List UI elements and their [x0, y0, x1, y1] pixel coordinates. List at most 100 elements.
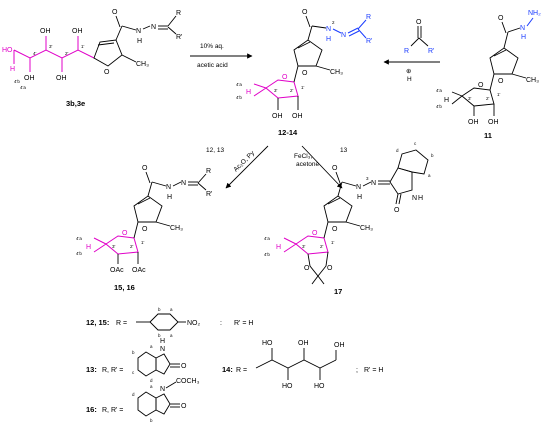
- atom-h: H: [137, 38, 142, 45]
- atom-ch3: CH₃: [136, 61, 149, 68]
- atom-o: O: [181, 403, 187, 410]
- def-rp: R' = H: [234, 320, 253, 327]
- pos-3p: 3': [112, 244, 116, 249]
- def-label: 14:: [222, 365, 233, 374]
- atom-oh: OH: [334, 342, 345, 349]
- pos-3p: 3': [468, 96, 472, 101]
- def-r: R =: [116, 320, 127, 327]
- atom-o: O: [122, 230, 128, 237]
- atom-oh: OH: [72, 28, 83, 35]
- atom-r: R: [176, 10, 181, 17]
- compound-12-14: H 4'a 4'b O 3' 2' 1' OH OH O CH₃ O N H 2…: [236, 9, 372, 137]
- atom-ch3: CH₃: [330, 69, 343, 76]
- pos-a: a: [170, 307, 173, 312]
- atom-n: N: [341, 32, 346, 39]
- atom-n: N: [160, 386, 165, 393]
- atom-oh: OH: [468, 119, 479, 126]
- pos-2p: 2': [130, 244, 134, 249]
- definition-16: 16: R, R' = O N COCH₃ a d b: [86, 378, 200, 423]
- atom-rp: R': [206, 191, 212, 198]
- atom-no2: NO₂: [187, 320, 201, 327]
- pos-2p: 2': [320, 244, 324, 249]
- compound-label-15-16: 15, 16: [114, 283, 135, 292]
- atom-oh: OH: [56, 75, 67, 82]
- atom-o: O: [327, 265, 333, 272]
- atom-rp: R': [428, 48, 434, 55]
- definition-14: 14: R = HO HO OH HO OH ; R' = H: [222, 340, 383, 390]
- atom-h: H: [86, 244, 91, 251]
- pos-d: d: [150, 378, 153, 383]
- def-label: 13:: [86, 365, 97, 374]
- atom-r: R: [404, 48, 409, 55]
- compound-label-17: 17: [334, 287, 342, 296]
- atom-ch3: CH₃: [170, 225, 183, 232]
- atom-o: O: [332, 226, 338, 233]
- pos-4a: 4'a: [20, 85, 26, 90]
- atom-nh: N: [412, 195, 417, 202]
- compound-11: H 4'a 4'b O 3' 2' 1' OH OH O CH₃ O N H N…: [436, 10, 541, 140]
- atom-oac: OAc: [110, 267, 124, 274]
- compound-17: H 4'a 4'b O 3' 2' 1' O O O CH₃ O N H 3 N…: [264, 141, 434, 296]
- pos-c: c: [132, 370, 135, 375]
- def-sep: :: [220, 320, 222, 327]
- atom-r: R: [366, 14, 371, 21]
- pos-n3: 3: [366, 176, 369, 181]
- pos-4a: 4'a: [264, 236, 270, 241]
- atom-nh2: NH₂: [528, 10, 541, 17]
- pos-1p: 1': [301, 85, 305, 90]
- atom-rp: R': [176, 34, 182, 41]
- atom-nh: N: [160, 346, 165, 353]
- atom-n: N: [371, 180, 376, 187]
- pos-a: a: [150, 384, 153, 389]
- reagent-h: H: [407, 76, 412, 83]
- pos-1p: 1': [331, 240, 335, 245]
- atom-o: O: [394, 207, 400, 214]
- def-r: R, R' =: [102, 367, 123, 374]
- reagent-acetic-2: acetic acid: [197, 62, 228, 69]
- pos-4b: 4'b: [436, 104, 442, 109]
- atom-o: O: [104, 69, 110, 76]
- compound-label-11: 11: [484, 131, 492, 140]
- atom-o: O: [304, 265, 310, 272]
- pos-a: a: [170, 333, 173, 338]
- atom-n: N: [166, 184, 171, 191]
- pos-d: d: [132, 392, 135, 397]
- atom-h: H: [357, 194, 362, 201]
- reaction-arrow: [225, 145, 269, 189]
- atom-h: H: [10, 66, 15, 73]
- atom-n: N: [356, 184, 361, 191]
- atom-o: O: [478, 82, 484, 89]
- atom-oh: OH: [298, 340, 309, 347]
- atom-oh: OH: [40, 28, 51, 35]
- pos-2p: 2': [290, 88, 294, 93]
- atom-ho: HO: [262, 340, 273, 347]
- atom-coch3: COCH₃: [176, 378, 200, 385]
- atom-o: O: [181, 363, 187, 370]
- atom-ho: HO: [282, 383, 293, 390]
- atom-h: H: [276, 244, 281, 251]
- def-rp: R' = H: [364, 367, 383, 374]
- pos-3p: 3': [49, 44, 53, 49]
- atom-o: O: [282, 74, 288, 81]
- atom-o: O: [312, 230, 318, 237]
- pos-4b: 4'b: [236, 95, 242, 100]
- atom-o: O: [332, 165, 338, 172]
- pos-c: c: [414, 141, 417, 146]
- atom-o: O: [498, 78, 504, 85]
- atom-h: H: [246, 89, 251, 96]
- atom-oac: OAc: [132, 267, 146, 274]
- atom-o: O: [142, 165, 148, 172]
- def-r: R, R' =: [102, 407, 123, 414]
- reagent-num-right: 13: [340, 147, 348, 154]
- atom-o: O: [112, 9, 118, 16]
- pos-4b: 4'b: [14, 79, 20, 84]
- pos-a: a: [150, 344, 153, 349]
- atom-h: H: [444, 97, 449, 104]
- pos-4b: 4'b: [264, 252, 270, 257]
- pos-3p: 3': [302, 244, 306, 249]
- pos-b: b: [158, 307, 161, 312]
- atom-oh: OH: [24, 75, 35, 82]
- def-label: 12, 15:: [86, 318, 109, 327]
- pos-n2: 2: [332, 20, 335, 25]
- pos-b: b: [158, 333, 161, 338]
